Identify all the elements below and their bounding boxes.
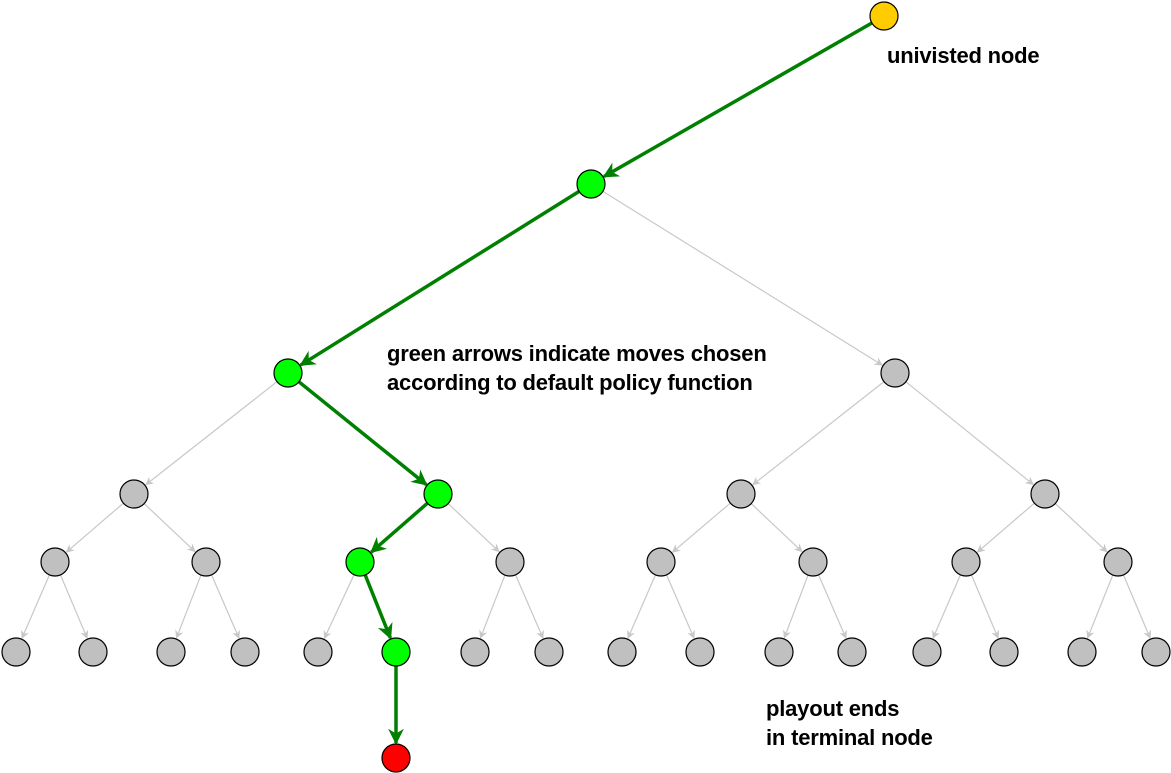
move-arrow	[65, 502, 124, 553]
move-arrow	[1086, 574, 1114, 639]
tree-node	[460, 637, 490, 667]
move-arrow	[479, 574, 506, 639]
tree-node	[880, 358, 910, 388]
move-arrow	[21, 574, 50, 640]
arrows-caption-line1: green arrows indicate moves chosen	[387, 341, 767, 366]
unvisited-node	[869, 1, 899, 31]
tree-node	[1030, 479, 1060, 509]
move-arrow	[602, 190, 883, 366]
move-arrow	[671, 502, 731, 553]
move-arrow	[932, 574, 961, 640]
tree-node	[607, 637, 637, 667]
playout-caption-line1: playout ends	[766, 696, 900, 721]
playout-caption-line2: in terminal node	[766, 725, 933, 750]
tree-node	[1067, 637, 1097, 667]
move-arrow	[905, 381, 1034, 486]
move-arrow	[323, 574, 355, 640]
tree-node	[837, 637, 867, 667]
tree-node	[646, 547, 676, 577]
tree-node	[798, 547, 828, 577]
chosen-node	[273, 358, 303, 388]
move-arrow	[818, 574, 847, 640]
move-arrow	[752, 381, 885, 486]
tree-node	[764, 637, 794, 667]
terminal-node	[381, 743, 411, 773]
tree-node	[40, 547, 70, 577]
tree-node	[534, 637, 564, 667]
tree-node	[951, 547, 981, 577]
tree-node	[119, 479, 149, 509]
tree-node	[156, 637, 186, 667]
chosen-node	[576, 169, 606, 199]
arrows-caption-line2: according to default policy function	[387, 370, 753, 395]
tree-node	[1, 637, 31, 667]
move-arrow	[627, 574, 656, 640]
move-arrow	[970, 574, 1000, 639]
tree-node	[495, 547, 525, 577]
tree-node	[78, 637, 108, 667]
move-arrow	[750, 503, 803, 553]
chosen-node	[345, 547, 375, 577]
chosen-node	[381, 637, 411, 667]
chosen-move-arrow	[297, 380, 428, 486]
tree-node	[191, 547, 221, 577]
move-arrow	[145, 381, 278, 486]
chosen-move-arrow	[299, 189, 581, 367]
move-arrow	[1122, 574, 1152, 639]
move-arrow	[666, 574, 695, 640]
tree-node	[1141, 637, 1171, 667]
move-arrow	[976, 502, 1035, 553]
chosen-node	[423, 479, 453, 509]
unvisited-node-label: univisted node	[887, 43, 1040, 68]
move-arrow	[59, 574, 89, 639]
tree-node	[685, 637, 715, 667]
move-arrow	[175, 574, 202, 639]
tree-node	[912, 637, 942, 667]
tree-node	[726, 479, 756, 509]
tree-node	[989, 637, 1019, 667]
move-arrow	[1054, 503, 1108, 553]
move-arrow	[515, 574, 544, 640]
chosen-move-arrow	[370, 501, 429, 554]
move-arrow	[143, 503, 196, 553]
move-arrow	[447, 503, 500, 553]
chosen-move-arrow	[363, 574, 393, 640]
tree-node	[303, 637, 333, 667]
tree-node	[230, 637, 260, 667]
chosen-move-arrow	[602, 21, 873, 179]
move-arrow	[783, 574, 809, 639]
move-arrow	[211, 574, 240, 640]
tree-node	[1103, 547, 1133, 577]
